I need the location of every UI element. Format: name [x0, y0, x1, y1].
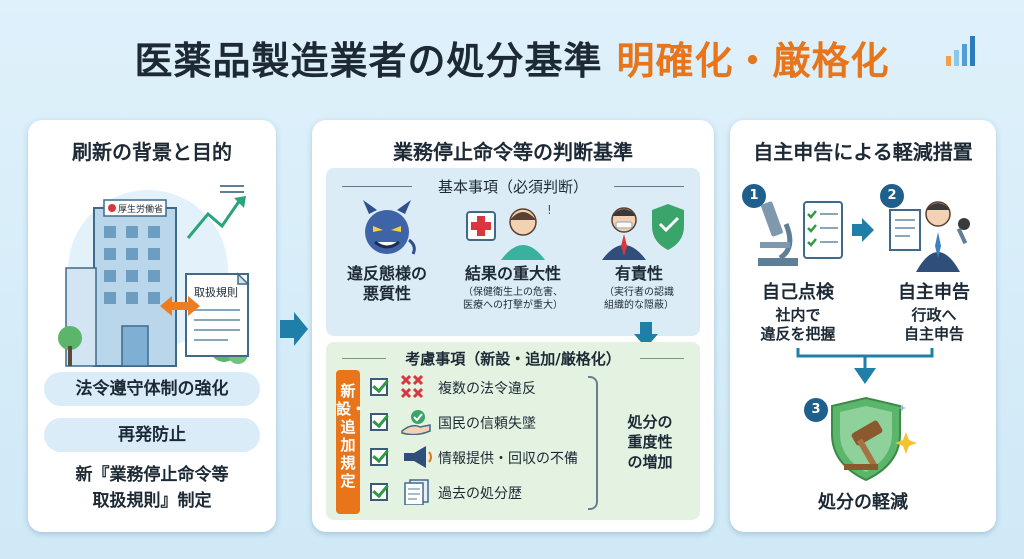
- devil-icon: [363, 200, 416, 255]
- new-provision-tag: 新設・追加規定: [336, 370, 366, 514]
- arrow-down-icon: [634, 322, 658, 348]
- trust-hand-icon: [401, 410, 431, 435]
- panel-title: 業務停止命令等の判断基準: [393, 140, 633, 164]
- page-title: 医薬品製造業者の処分基準明確化・厳格化: [0, 30, 1024, 100]
- step-number: 2: [880, 184, 904, 208]
- checkbox-icon: [370, 378, 388, 396]
- panel-title: 自主申告による軽減措置: [753, 140, 973, 164]
- criteria-panel: 業務停止命令等の判断基準 基本事項（必須判断） 違反態様の 悪質性: [312, 120, 714, 532]
- basic-items-box: 基本事項（必須判断） 違反態様の 悪質性 ! 結果の重大性: [326, 168, 700, 336]
- checkbox-icon: [370, 448, 388, 466]
- multiple-x-icon: [400, 374, 424, 399]
- consideration-heading: 考慮事項（新設・追加/厳格化）: [405, 350, 621, 368]
- consideration-item: 国民の信頼失墜: [370, 409, 590, 435]
- microscope-checklist-icon: [758, 201, 843, 266]
- step-label: 自主申告: [898, 282, 970, 303]
- title-accent: 明確化・厳格化: [616, 39, 890, 83]
- severity-result: 処分の 重度性 の増加: [627, 413, 673, 471]
- self-report-panel: 自主申告による軽減措置 1 自己点検 社内で 違反を把握 2 自主申告 行政へ …: [730, 120, 996, 532]
- step-description: 社内で 違反を把握: [760, 306, 836, 343]
- basic-item-label: 違反態様の 悪質性: [346, 264, 427, 303]
- basic-item-note: （実行者の認識 組織的な隠蔽）: [604, 287, 674, 311]
- basic-item-culpability: 有責性 （実行者の認識 組織的な隠蔽）: [582, 200, 696, 312]
- building-sign: 厚生労働省: [118, 203, 163, 215]
- consideration-item: 複数の法令違反: [370, 374, 590, 400]
- megaphone-icon: [404, 446, 432, 468]
- bar-chart-icon: [946, 36, 975, 66]
- pill-compliance: 法令遵守体制の強化: [44, 372, 260, 406]
- consideration-text: 情報提供・回収の不備: [438, 451, 578, 467]
- consideration-items-box: 考慮事項（新設・追加/厳格化） 新設・追加規定 複数の法令違反 国民の信頼失墜: [326, 342, 700, 520]
- basic-item-severity: ! 結果の重大性 （保健衛生上の危害、 医療への打撃が重大）: [448, 200, 578, 312]
- arrow-right-icon: [280, 312, 308, 346]
- gavel-shield-icon: [831, 396, 917, 482]
- background-purpose-panel: 刷新の背景と目的 厚生労働省 取扱規則 法令遵守体制の強化 再発防止 新『業務停…: [28, 120, 276, 532]
- title-main: 医薬品製造業者の処分基準: [134, 39, 603, 83]
- bracket: [588, 376, 598, 510]
- panel-title: 刷新の背景と目的: [72, 140, 232, 164]
- consideration-text: 複数の法令違反: [438, 381, 536, 397]
- basic-heading: 基本事項（必須判断）: [437, 178, 588, 196]
- consideration-text: 過去の処分歴: [438, 486, 522, 502]
- step-number: 3: [804, 398, 828, 422]
- executive-shield-icon: [602, 204, 684, 260]
- person-microphone-icon: [889, 201, 970, 272]
- checkbox-icon: [370, 413, 388, 431]
- step-description: 行政へ 自主申告: [903, 306, 964, 343]
- basic-item-label: 結果の重大性: [464, 264, 561, 283]
- pill-prevention: 再発防止: [44, 418, 260, 452]
- basic-item-malice: 違反態様の 悪質性: [332, 200, 442, 304]
- rule-text-line-2: 取扱規則』制定: [92, 491, 212, 511]
- checkbox-icon: [370, 483, 388, 501]
- rule-text-line-1: 新『業務停止命令等: [75, 465, 229, 485]
- ministry-building-illustration: 厚生労働省 取扱規則: [58, 185, 250, 367]
- step-label: 処分の軽減: [818, 492, 908, 513]
- document-label: 取扱規則: [194, 285, 238, 299]
- arrow-right-icon: [852, 218, 874, 242]
- consideration-item: 過去の処分歴: [370, 479, 590, 505]
- step-label: 自己点検: [762, 282, 834, 303]
- step-number: 1: [742, 184, 766, 208]
- nurse-icon: !: [466, 203, 552, 260]
- documents-icon: [404, 479, 429, 505]
- basic-item-note: （保健衛生上の危害、 医療への打撃が重大）: [463, 287, 563, 311]
- merge-arrow-icon: [796, 348, 934, 384]
- consideration-text: 国民の信頼失墜: [438, 416, 536, 432]
- basic-item-label: 有責性: [614, 264, 663, 283]
- consideration-item: 情報提供・回収の不備: [370, 444, 590, 470]
- svg-text:!: !: [547, 203, 552, 217]
